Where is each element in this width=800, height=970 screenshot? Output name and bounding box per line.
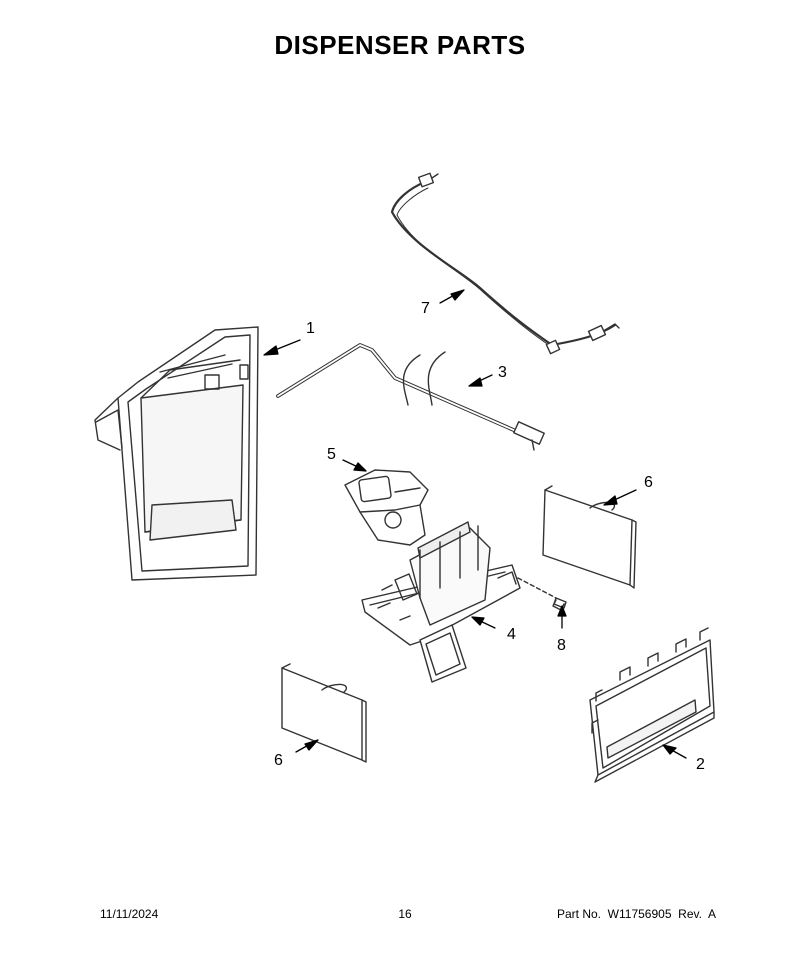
part-2-front-panel (589, 627, 715, 783)
callout-8: 8 (557, 637, 566, 654)
callout-5: 5 (327, 446, 336, 463)
callout-6-left: 6 (274, 752, 283, 769)
page-title: DISPENSER PARTS (274, 30, 526, 60)
part-number: W11756905 (607, 907, 672, 921)
part-5-switch-housing (344, 469, 429, 546)
part-label: Part No. (556, 907, 601, 921)
part-4-actuator-assembly (361, 521, 521, 683)
callout-2: 2 (696, 756, 705, 773)
rev-value: A (707, 907, 716, 921)
callout-7: 7 (421, 300, 430, 317)
part-7-wire-harness (390, 172, 620, 355)
callout-6-right: 6 (644, 474, 653, 491)
callout-3: 3 (498, 364, 507, 381)
callout-4: 4 (507, 626, 516, 643)
footer-part-number: Part No. W11756905 Rev. A (557, 907, 716, 921)
part-3-tube (276, 343, 545, 451)
callout-arrows (263, 289, 687, 759)
part-6-panel-right (542, 485, 637, 589)
footer-page-number: 16 (398, 907, 412, 921)
part-1-housing (94, 326, 259, 581)
rev-label: Rev. (678, 907, 702, 921)
part-6-panel-left (281, 663, 367, 763)
callout-1: 1 (306, 320, 315, 337)
footer-date: 11/11/2024 (100, 907, 159, 921)
part-8-screw (517, 577, 567, 611)
